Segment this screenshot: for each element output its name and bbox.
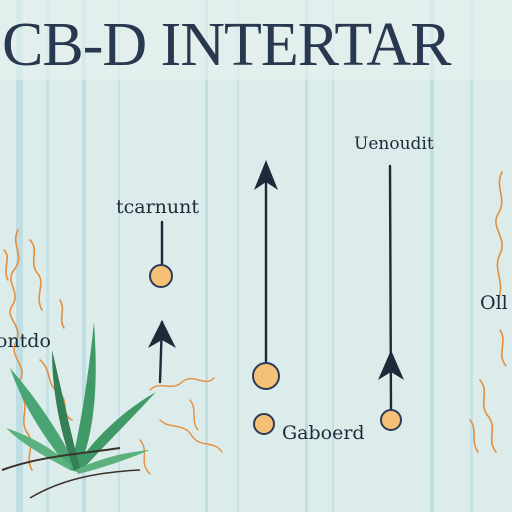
- nodes: [149, 264, 402, 435]
- label-left-edge: ontdo: [0, 330, 51, 352]
- arrowhead-icon: [254, 160, 278, 190]
- vertical-stripes: [16, 0, 473, 512]
- diagram-title: CB-D INTERTAR: [2, 11, 451, 79]
- arrowhead-icon: [378, 350, 404, 380]
- cannabis-leaf-icon: [1, 322, 156, 499]
- right-vine-decoration: [469, 171, 507, 453]
- connector-line-4: [388, 164, 393, 414]
- center-vine-decoration: [139, 377, 223, 475]
- node-circle-icon: [149, 264, 173, 288]
- label-top-left: tcarnunt: [116, 196, 200, 218]
- arrowhead-icon: [148, 320, 176, 348]
- label-top-right: Uenoudit: [354, 134, 434, 154]
- node-circle-icon: [253, 413, 275, 435]
- label-right-edge: Oll: [480, 292, 508, 314]
- label-bottom-center: Gaboerd: [282, 422, 365, 444]
- node-circle-icon: [380, 409, 402, 431]
- title-band: [0, 0, 512, 80]
- node-circle-icon: [252, 362, 280, 390]
